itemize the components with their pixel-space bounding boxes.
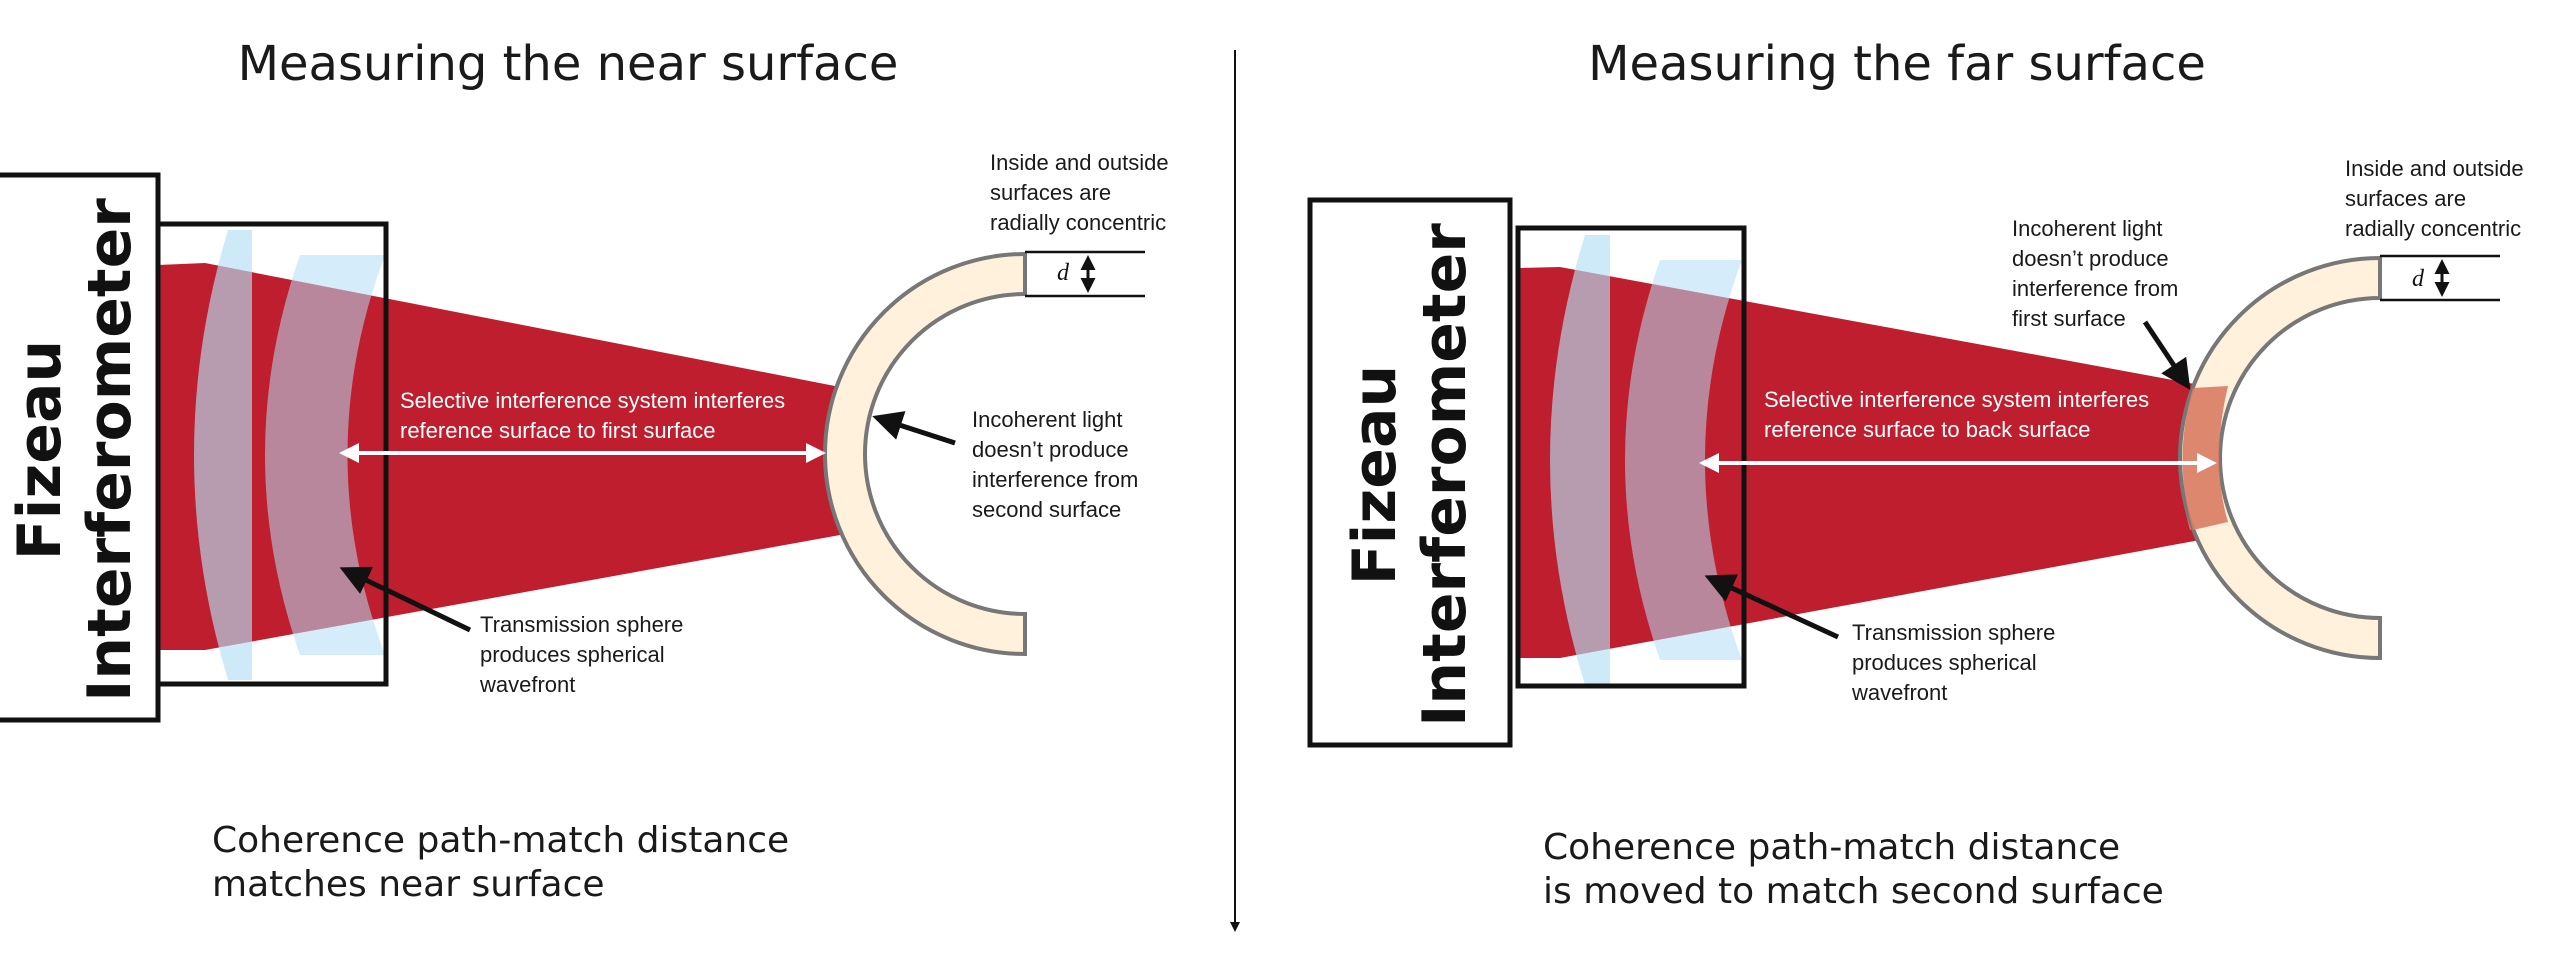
- right-device-label: Fizeau Interferometer: [1340, 223, 1480, 727]
- left-device-label: Fizeau Interferometer: [5, 198, 145, 702]
- right-thickness-label: d: [2412, 266, 2425, 292]
- left-lens-flat: [194, 230, 252, 680]
- left-note-transmission-3: wavefront: [479, 672, 575, 697]
- left-note-incoherent-3: interference from: [972, 467, 1138, 492]
- right-note-incoherent-1: Incoherent light: [2012, 216, 2162, 241]
- left-note-selective-1: Selective interference system interferes: [400, 388, 785, 413]
- right-device-label-line1: Fizeau: [1340, 365, 1410, 585]
- right-note-incoherent-4: first surface: [2012, 306, 2126, 331]
- right-note-selective-1: Selective interference system interferes: [1764, 387, 2149, 412]
- right-interferometer-housing: [1307, 197, 1513, 748]
- left-note-incoherent-2: doesn’t produce: [972, 437, 1129, 462]
- right-lens-meniscus: [1625, 260, 1742, 660]
- left-note-incoherent-1: Incoherent light: [972, 407, 1122, 432]
- right-caption-1: Coherence path-match distance: [1543, 827, 2120, 868]
- right-note-concentric-2: surfaces are: [2345, 186, 2466, 211]
- right-lens-flat: [1550, 235, 1610, 685]
- left-incoherent-arrow: [872, 411, 956, 446]
- left-transmission-arrow: [339, 566, 472, 633]
- left-device-label-line1: Fizeau: [5, 340, 75, 560]
- right-note-incoherent-2: doesn’t produce: [2012, 246, 2169, 271]
- right-note-concentric-1: Inside and outside: [2345, 156, 2524, 181]
- left-note-concentric-2: surfaces are: [990, 180, 1111, 205]
- left-note-transmission-1: Transmission sphere: [480, 612, 683, 637]
- left-note-selective-2: reference surface to first surface: [400, 418, 715, 443]
- right-note-transmission-1: Transmission sphere: [1852, 620, 2055, 645]
- right-note-concentric-3: radially concentric: [2345, 216, 2521, 241]
- right-panel-title: Measuring the far surface: [1588, 36, 2206, 92]
- right-note-transmission-3: wavefront: [1851, 680, 1947, 705]
- left-note-concentric-3: radially concentric: [990, 210, 1166, 235]
- right-transmission-arrow: [1704, 574, 1840, 640]
- left-note-concentric-1: Inside and outside: [990, 150, 1169, 175]
- right-device-label-line2: Interferometer: [1410, 223, 1480, 727]
- right-caption-2: is moved to match second surface: [1543, 871, 2164, 912]
- left-shell: [823, 251, 1027, 657]
- right-note-transmission-2: produces spherical: [1852, 650, 2037, 675]
- left-lens-meniscus: [265, 255, 385, 655]
- right-shell: [2178, 255, 2382, 661]
- left-caption-1: Coherence path-match distance: [212, 820, 789, 861]
- right-note-selective-2: reference surface to back surface: [1764, 417, 2091, 442]
- left-note-transmission-2: produces spherical: [480, 642, 665, 667]
- left-device-label-line2: Interferometer: [75, 198, 145, 702]
- right-panel: Measuring the far surface Fizeau Interfe…: [1307, 36, 2524, 912]
- left-caption-2: matches near surface: [212, 864, 605, 905]
- left-note-incoherent-4: second surface: [972, 497, 1121, 522]
- left-panel: Measuring the near surface Fizeau Interf…: [0, 36, 1169, 905]
- right-incoherent-arrow: [2142, 320, 2191, 390]
- left-beam: [158, 263, 840, 650]
- left-thickness-label: d: [1057, 260, 1070, 286]
- right-note-incoherent-3: interference from: [2012, 276, 2178, 301]
- left-panel-title: Measuring the near surface: [238, 36, 899, 92]
